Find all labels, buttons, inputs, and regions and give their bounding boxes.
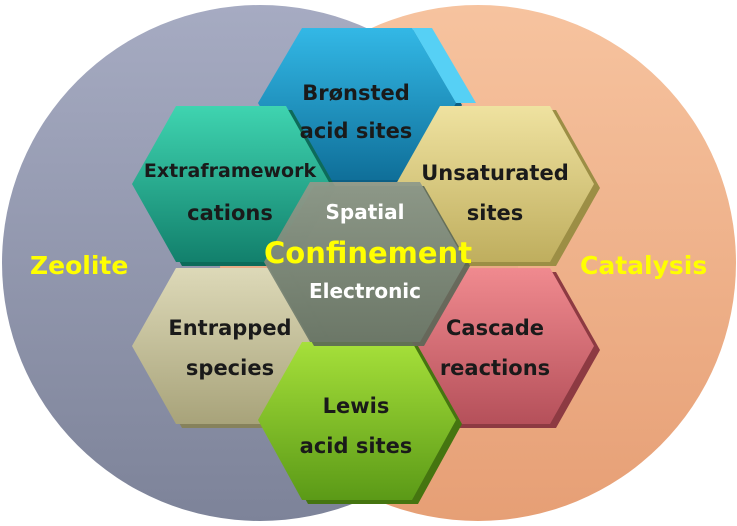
confinement-title: Confinement xyxy=(264,236,473,270)
bronsted-line2: acid sites xyxy=(299,119,413,144)
lewis-hexagon xyxy=(258,342,462,504)
lewis-text: Lewis acid sites xyxy=(270,393,442,460)
spatial-label: Spatial xyxy=(325,200,405,224)
confinement-hexagon xyxy=(264,182,470,346)
cascade-line2: reactions xyxy=(439,356,551,381)
entrapped-text: Entrapped species xyxy=(132,315,328,382)
zeolite-label: Zeolite xyxy=(30,251,129,280)
bronsted-line1: Brønsted xyxy=(302,81,410,105)
unsaturated-line2: sites xyxy=(466,201,524,226)
entrapped-line2: species xyxy=(185,356,275,381)
bronsted-text: Brønsted acid sites xyxy=(270,80,442,145)
confinement-text: Spatial Confinement Electronic xyxy=(264,200,473,304)
cascade-text: Cascade reactions xyxy=(402,315,588,382)
extraframework-line1: Extraframework xyxy=(143,160,317,182)
entrapped-line1: Entrapped xyxy=(168,316,292,340)
unsaturated-hexagon xyxy=(396,106,600,266)
unsaturated-text: Unsaturated sites xyxy=(402,160,588,227)
extraframework-line2: cations xyxy=(187,200,273,225)
electronic-label: Electronic xyxy=(308,279,422,304)
catalysis-label: Catalysis xyxy=(580,251,708,280)
unsaturated-line1: Unsaturated xyxy=(421,161,569,185)
extraframework-text: Extraframework cations xyxy=(130,160,330,226)
cascade-line1: Cascade xyxy=(446,316,544,340)
lewis-line2: acid sites xyxy=(299,434,413,459)
lewis-line1: Lewis xyxy=(322,394,390,418)
